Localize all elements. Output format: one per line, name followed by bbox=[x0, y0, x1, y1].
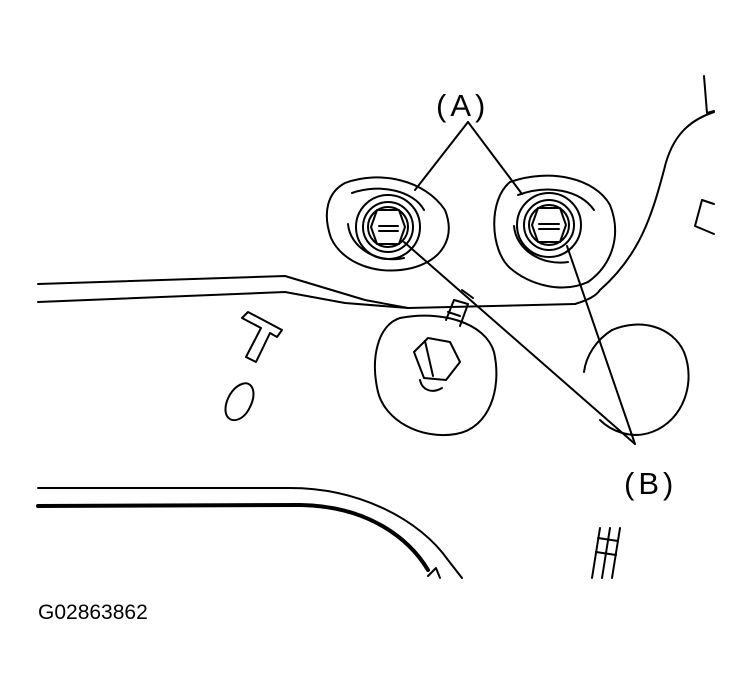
housing-outline bbox=[599, 75, 715, 291]
figure-id: G02863862 bbox=[38, 601, 148, 624]
leader-lines-a bbox=[414, 121, 523, 195]
callout-b: (B) bbox=[624, 466, 678, 501]
round-boss bbox=[583, 323, 690, 436]
cast-letter-o bbox=[224, 382, 255, 422]
pan-rim bbox=[36, 487, 463, 579]
cast-letter-t bbox=[241, 311, 283, 363]
left-bolt-boss bbox=[325, 176, 450, 272]
right-bolt-boss bbox=[493, 174, 617, 289]
callout-a: (A) bbox=[436, 88, 490, 123]
rib-feature bbox=[591, 527, 621, 579]
flange-lines bbox=[37, 275, 601, 309]
lower-bolt-boss bbox=[374, 289, 498, 437]
leader-lines-b bbox=[403, 241, 636, 445]
